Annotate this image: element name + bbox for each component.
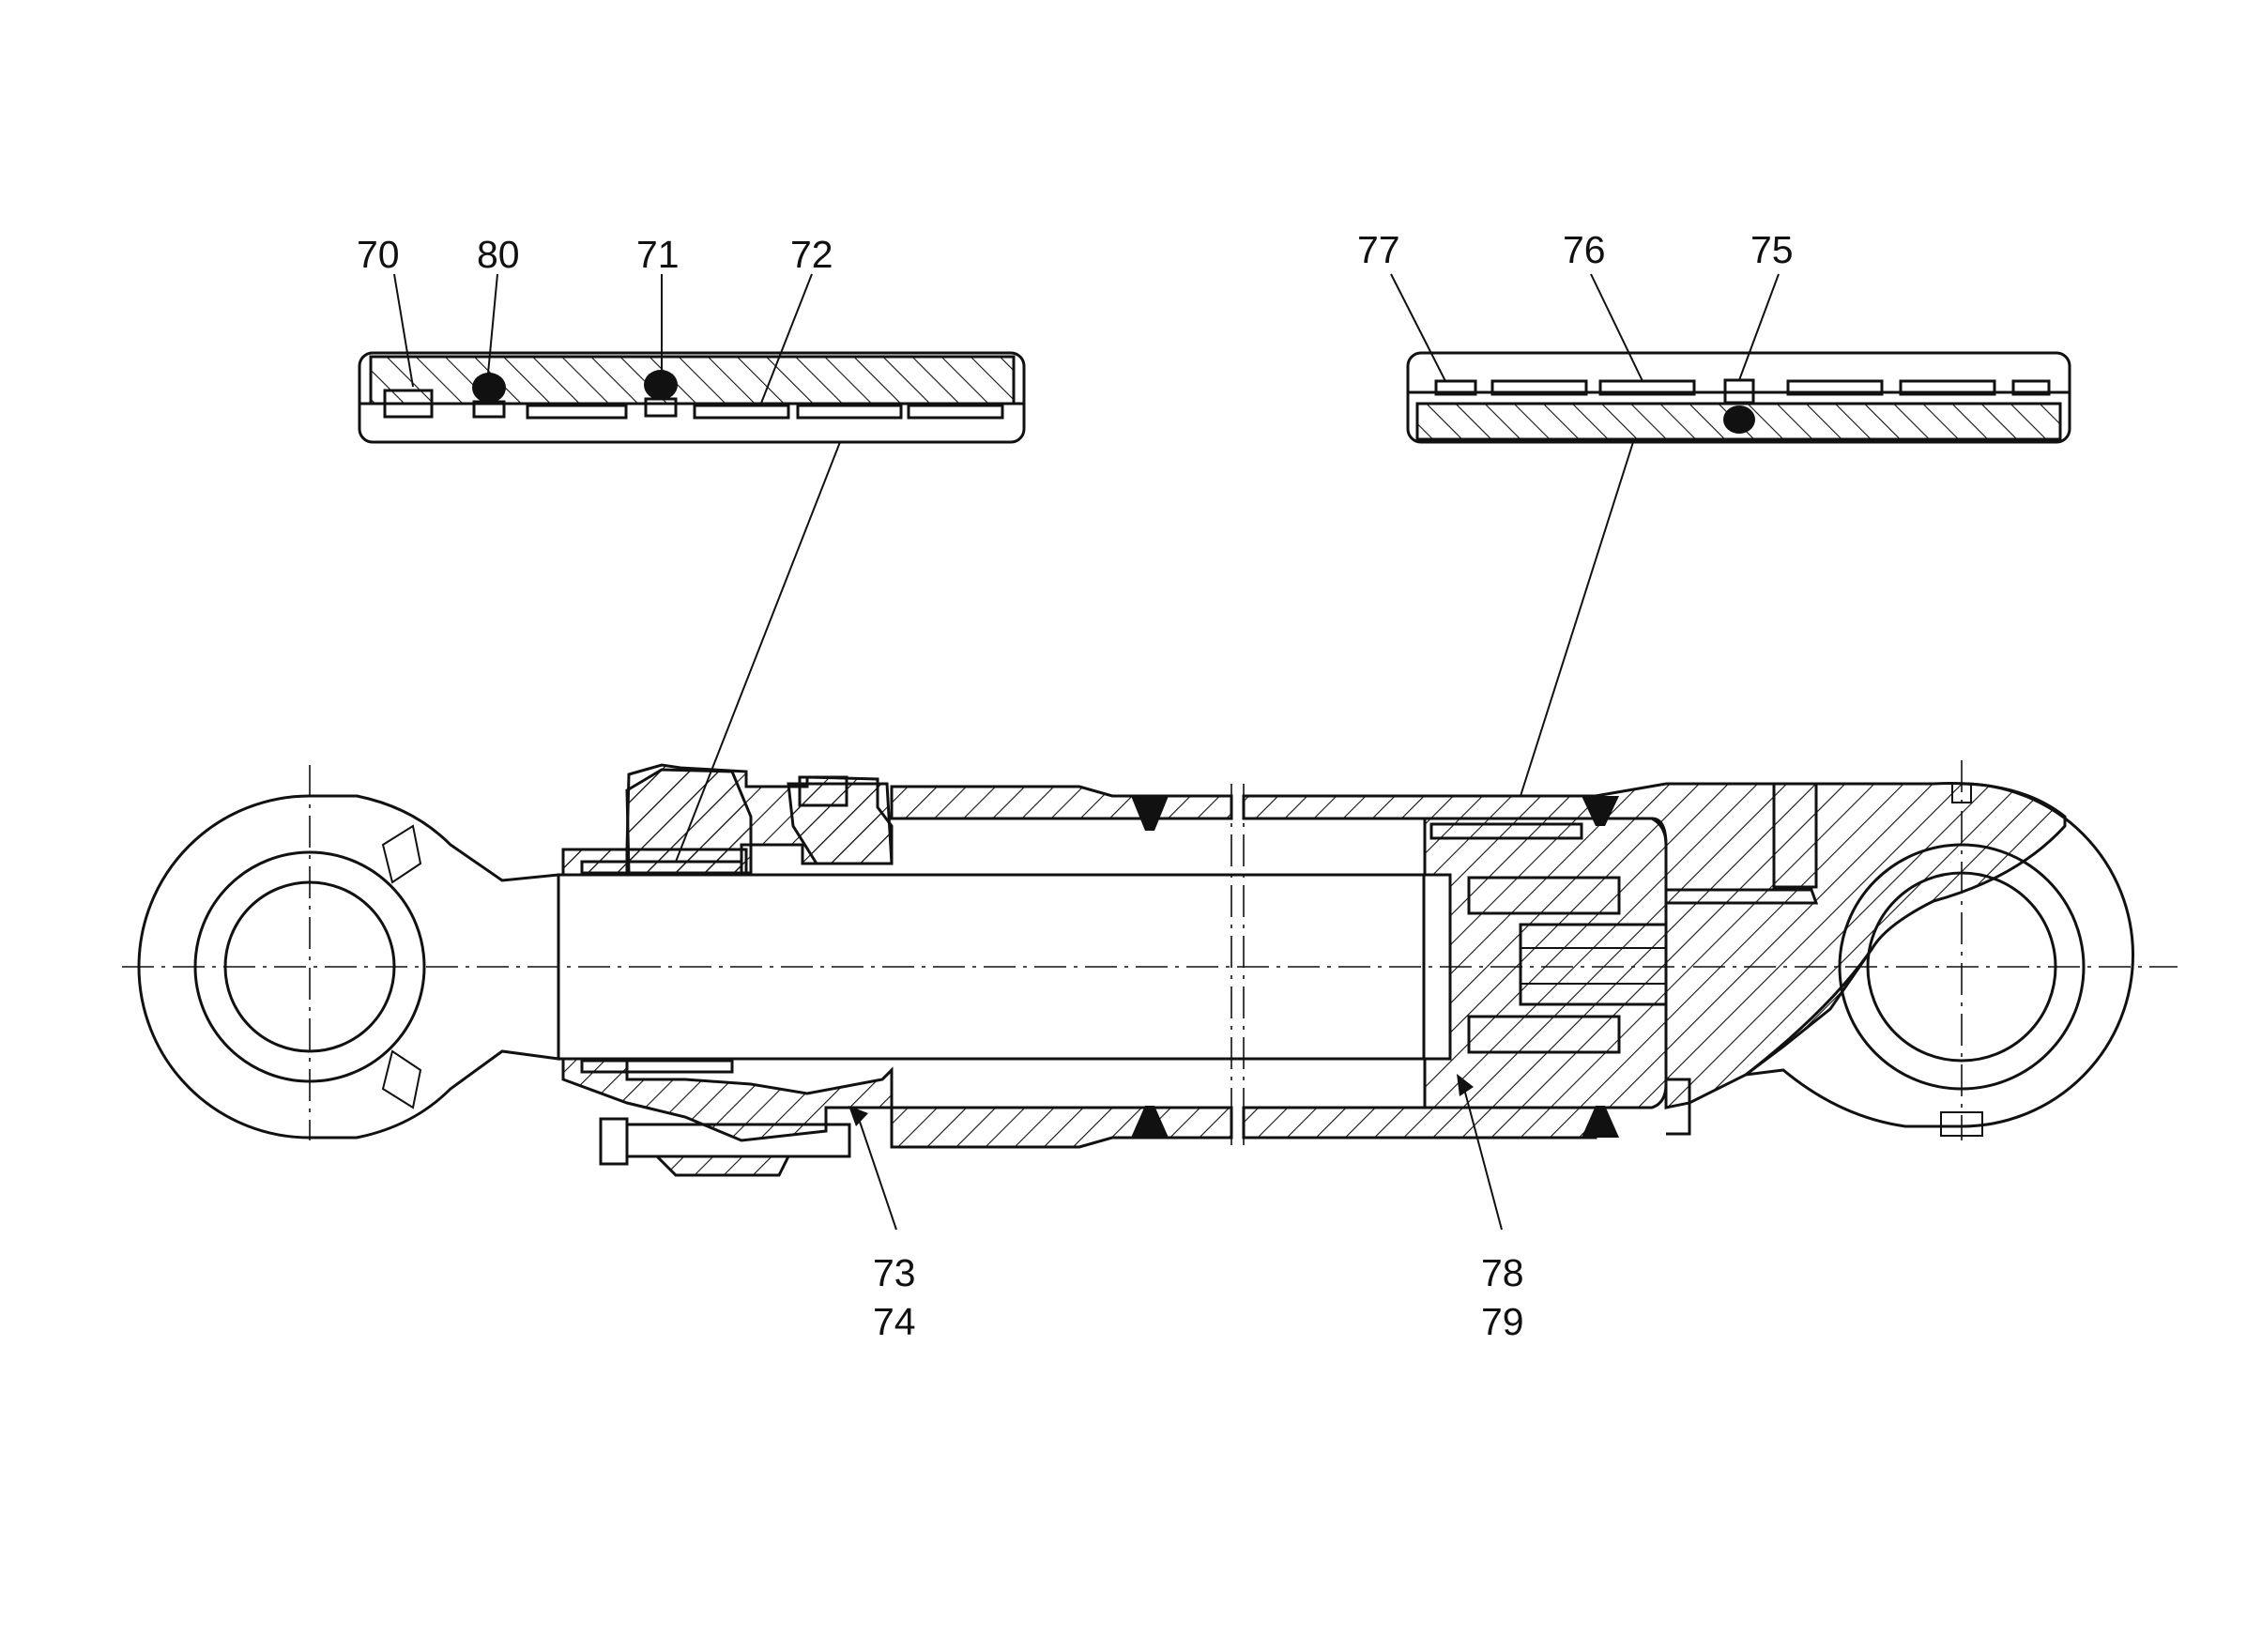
- rod-eye-bushing-outer: [193, 850, 426, 1083]
- base-port-channel: [1772, 782, 1818, 889]
- callout-80: 80: [477, 233, 520, 276]
- detail-view-piston-seals: [1406, 351, 2071, 444]
- rod-eye-bore: [223, 880, 396, 1053]
- piston-screw-bottom: [1467, 1015, 1621, 1054]
- oring-71-shape: [644, 370, 678, 400]
- callout-79: 79: [1481, 1300, 1524, 1343]
- leader-lines: [393, 273, 1780, 1231]
- cylinder-base: [1594, 781, 2134, 1137]
- weld-bottom-right: [1582, 1106, 1619, 1138]
- head-bolt-head: [599, 1117, 629, 1166]
- rod-eye-grease-hole-top: [381, 824, 422, 884]
- piston-screw-top: [1467, 876, 1621, 915]
- callout-71: 71: [636, 233, 680, 276]
- piston: [1423, 817, 1668, 1109]
- guide-strip-1: [526, 404, 628, 420]
- head-screw-top: [798, 775, 848, 807]
- cylinder-tube: [890, 785, 1619, 1149]
- weld-bottom-left: [1131, 1106, 1169, 1138]
- callout-72: 72: [790, 233, 833, 276]
- callout-labels: 70 80 71 72 77 76 75 73 74 78 79: [357, 228, 1794, 1343]
- oring-80-shape: [472, 373, 506, 403]
- guide-strip-72: [693, 404, 790, 420]
- base-eye-outline: [1740, 782, 2134, 1128]
- callout-73: 73: [873, 1251, 916, 1294]
- callout-74: 74: [873, 1300, 916, 1343]
- base-eye-bushing-outer: [1838, 843, 2086, 1091]
- rod-eye-grease-hole-bottom: [381, 1049, 422, 1109]
- strip-76-shape: [1598, 379, 1696, 396]
- rod-eye: [137, 794, 560, 1140]
- callout-77: 77: [1357, 228, 1400, 271]
- callout-78: 78: [1481, 1251, 1524, 1294]
- strip-77-shape: [1434, 379, 1477, 396]
- base-eye-bore: [1866, 871, 2057, 1063]
- callout-75: 75: [1750, 228, 1794, 271]
- piston-guide-ring: [1429, 822, 1583, 840]
- cylinder-head: [561, 763, 894, 1177]
- rod-seal-pack: [580, 860, 743, 875]
- weld-top-left: [1131, 796, 1169, 831]
- detail-view-rod-seals: [358, 351, 1026, 444]
- callout-70: 70: [357, 233, 400, 276]
- callout-76: 76: [1563, 228, 1606, 271]
- piston-rod: [557, 873, 1426, 1061]
- seal-70-shape: [383, 389, 434, 419]
